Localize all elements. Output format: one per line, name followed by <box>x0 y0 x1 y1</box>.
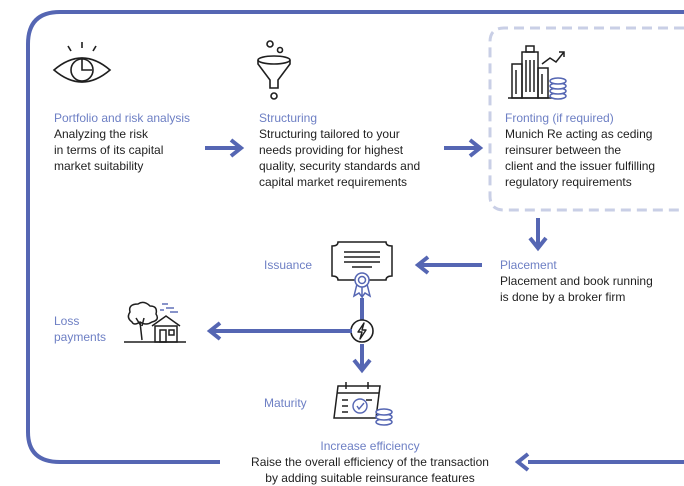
portfolio-line: in terms of its capital <box>54 143 164 157</box>
eye-chart-icon <box>52 42 112 83</box>
arrow-down-1 <box>528 218 548 252</box>
loss-title-line: Loss <box>54 314 80 328</box>
building-coins-icon <box>508 45 567 100</box>
storm-house-icon <box>124 301 186 343</box>
fronting-line: client and the issuer fulfilling <box>505 159 656 173</box>
loss-payments-title: Loss payments <box>54 313 106 345</box>
fronting-line: Munich Re acting as ceding <box>505 127 653 141</box>
placement-title: Placement <box>500 258 557 272</box>
portfolio-line: Analyzing the risk <box>54 127 149 141</box>
fronting-dashed-box <box>488 26 684 212</box>
fronting-description: Munich Re acting as ceding reinsurer bet… <box>505 126 655 190</box>
structuring-line: capital market requirements <box>259 175 408 189</box>
fronting-title: Fronting (if required) <box>505 111 614 125</box>
structuring-line: needs providing for highest <box>259 143 404 157</box>
efficiency-description: Raise the overall efficiency of the tran… <box>226 454 514 486</box>
maturity-title: Maturity <box>264 396 307 410</box>
issuance-title: Issuance <box>264 258 313 272</box>
arrow-left-1 <box>414 255 482 275</box>
portfolio-title: Portfolio and risk analysis <box>54 111 191 125</box>
portfolio-description: Analyzing the risk in terms of its capit… <box>54 126 163 174</box>
arrow-right-1 <box>205 138 245 158</box>
arrow-left-2 <box>206 321 352 341</box>
funnel-icon <box>257 40 291 100</box>
portfolio-line: market suitability <box>54 159 144 173</box>
structuring-line: quality, security standards and <box>259 159 421 173</box>
efficiency-line: by adding suitable reinsurance features <box>265 471 475 485</box>
efficiency-line: Raise the overall efficiency of the tran… <box>251 455 489 469</box>
fronting-line: reinsurer between the <box>505 143 622 157</box>
structuring-title: Structuring <box>259 111 318 125</box>
connector-issuance-trigger <box>360 298 364 320</box>
certificate-icon <box>331 241 393 300</box>
calendar-coins-icon <box>333 382 393 426</box>
placement-line: is done by a broker firm <box>500 290 626 304</box>
arrow-right-2 <box>444 138 484 158</box>
placement-line: Placement and book running <box>500 274 653 288</box>
placement-description: Placement and book running is done by a … <box>500 273 653 305</box>
fronting-line: regulatory requirements <box>505 175 632 189</box>
structuring-line: Structuring tailored to your <box>259 127 400 141</box>
efficiency-title: Increase efficiency <box>320 439 420 453</box>
structuring-description: Structuring tailored to your needs provi… <box>259 126 420 190</box>
arrow-down-2 <box>352 344 372 374</box>
loss-title-line: payments <box>54 330 107 344</box>
return-arrow-head <box>514 452 530 472</box>
lightning-icon <box>350 319 374 343</box>
